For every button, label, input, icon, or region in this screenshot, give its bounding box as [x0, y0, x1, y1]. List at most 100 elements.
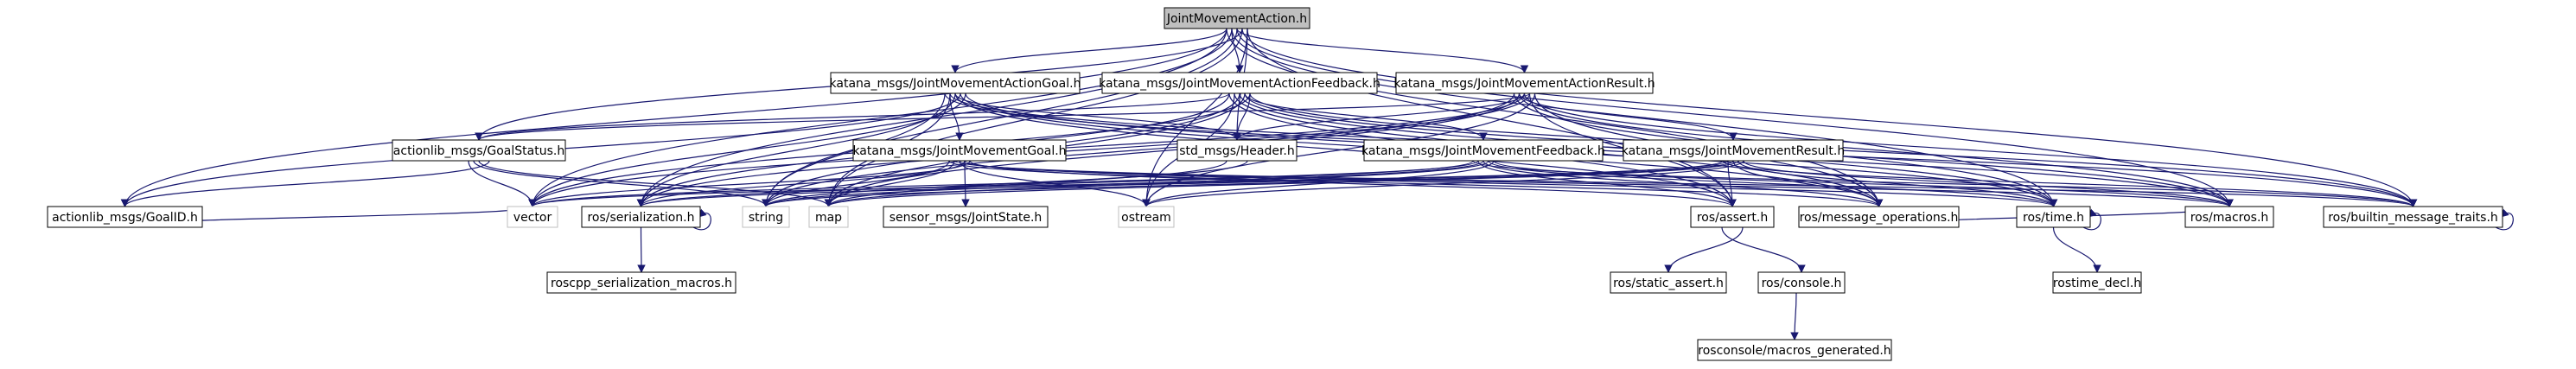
node-box [2323, 206, 2503, 228]
edge-result-to-jmresult [1518, 92, 1738, 141]
edge-jmresult-to-ostream [1142, 160, 1744, 207]
node-box [2016, 206, 2091, 228]
edge-serialization-to-serialization [692, 208, 711, 231]
edge-assert-to-console [1721, 226, 1806, 273]
node-label: ros/serialization.h [587, 211, 694, 225]
node-map[interactable]: map [808, 206, 849, 228]
edge-result-to-goalstatus [475, 92, 1531, 141]
node-sermacros[interactable]: roscpp_serialization_macros.h [546, 271, 736, 294]
edge-jmfeedback-to-assert [1477, 160, 1737, 207]
node-goalid[interactable]: actionlib_msgs/GoalID.h [47, 206, 203, 228]
node-box [1176, 139, 1298, 162]
edge-assert-to-staticassert [1664, 226, 1744, 273]
node-box [808, 206, 849, 228]
node-label: map [815, 211, 842, 225]
node-root[interactable]: JointMovementAction.h [1164, 7, 1310, 29]
node-staticassert[interactable]: ros/static_assert.h [1610, 271, 1727, 294]
node-box [883, 206, 1049, 228]
node-label: katana_msgs/JointMovementActionFeedback.… [1099, 77, 1380, 91]
edge-builtin-to-builtin [2495, 208, 2514, 231]
node-box [1757, 271, 1846, 294]
node-box [830, 72, 1081, 94]
edge-feedback-to-goalstatus [475, 92, 1230, 141]
node-feedback[interactable]: katana_msgs/JointMovementActionFeedback.… [1099, 72, 1380, 94]
node-jmgoal[interactable]: katana_msgs/JointMovementGoal.h [852, 139, 1067, 162]
node-result[interactable]: katana_msgs/JointMovementActionResult.h [1393, 72, 1655, 94]
node-label: ros/static_assert.h [1613, 277, 1724, 290]
node-box [47, 206, 203, 228]
edge-jmresult-to-builtin [1722, 160, 2418, 207]
node-box [1610, 271, 1727, 294]
node-goal[interactable]: katana_msgs/JointMovementActionGoal.h [830, 72, 1081, 94]
node-label: ostream [1121, 211, 1171, 225]
edge-root-to-time [1231, 28, 2058, 207]
node-box [2184, 206, 2274, 228]
node-label: ros/assert.h [1697, 211, 1768, 225]
edge-jmresult-to-time [1738, 160, 2058, 207]
edge-jmgoal-to-time [964, 160, 2057, 207]
edge-jmgoal-to-map [824, 160, 955, 207]
edge-result-to-builtin [1523, 92, 2418, 207]
node-jmresult[interactable]: katana_msgs/JointMovementResult.h [1622, 139, 1845, 162]
edge-console-to-consolemacros [1790, 292, 1799, 340]
node-assert[interactable]: ros/assert.h [1690, 206, 1775, 228]
node-label: roscpp_serialization_macros.h [551, 277, 732, 290]
node-rostimedecl[interactable]: rostime_decl.h [2052, 271, 2142, 294]
node-box [1697, 339, 1892, 361]
node-box [507, 206, 558, 228]
node-layer: JointMovementAction.h katana_msgs/JointMo… [47, 7, 2503, 361]
edge-result-to-serialization [636, 92, 1531, 207]
node-box [392, 139, 566, 162]
edge-goalstatus-to-goalid [120, 160, 490, 207]
edge-root-to-map [824, 28, 1243, 207]
edge-goalstatus-to-string [473, 160, 770, 207]
edge-root-to-msgops [1226, 28, 1884, 207]
node-console[interactable]: ros/console.h [1757, 271, 1846, 294]
edge-jmresult-to-msgops [1732, 160, 1884, 207]
edge-jmgoal-to-msgops [948, 160, 1883, 207]
node-box [1118, 206, 1175, 228]
node-ostream[interactable]: ostream [1118, 206, 1175, 228]
edge-root-to-goalid [120, 28, 1227, 207]
edge-layer [118, 28, 2514, 340]
edge-serialization-to-sermacros [637, 226, 646, 273]
node-vector[interactable]: vector [507, 206, 558, 228]
node-builtin[interactable]: ros/builtin_message_traits.h [2323, 206, 2503, 228]
node-box [581, 206, 701, 228]
edge-time-to-rostimedecl [2052, 226, 2101, 273]
node-consolemacros[interactable]: rosconsole/macros_generated.h [1697, 339, 1892, 361]
node-box [1395, 72, 1654, 94]
node-label: actionlib_msgs/GoalStatus.h [393, 144, 564, 158]
node-label: std_msgs/Header.h [1179, 144, 1295, 158]
edge-jmresult-to-map [825, 160, 1739, 207]
node-label: ros/console.h [1762, 277, 1842, 290]
node-label: JointMovementAction.h [1166, 12, 1307, 26]
node-label: rostime_decl.h [2053, 277, 2141, 290]
node-label: actionlib_msgs/GoalID.h [52, 211, 198, 225]
node-time[interactable]: ros/time.h [2016, 206, 2091, 228]
node-box [1101, 72, 1378, 94]
edge-jmgoal-to-string [762, 160, 950, 207]
node-string[interactable]: string [742, 206, 790, 228]
edge-root-to-vector [528, 28, 1233, 207]
node-header[interactable]: std_msgs/Header.h [1176, 139, 1298, 162]
node-label: vector [513, 211, 552, 225]
node-label: katana_msgs/JointMovementGoal.h [852, 144, 1066, 158]
node-msgops[interactable]: ros/message_operations.h [1798, 206, 1960, 228]
node-jointstate[interactable]: sensor_msgs/JointState.h [883, 206, 1049, 228]
node-label: katana_msgs/JointMovementFeedback.h [1361, 144, 1605, 158]
node-box [852, 139, 1067, 162]
node-label: ros/message_operations.h [1800, 211, 1959, 225]
node-serialization[interactable]: ros/serialization.h [581, 206, 701, 228]
node-goalstatus[interactable]: actionlib_msgs/GoalStatus.h [392, 139, 566, 162]
edge-jmgoal-to-serialization [636, 160, 966, 207]
node-jmfeedback[interactable]: katana_msgs/JointMovementFeedback.h [1361, 139, 1605, 162]
edge-result-to-header [1233, 92, 1526, 141]
node-label: katana_msgs/JointMovementActionGoal.h [830, 77, 1081, 91]
node-macros[interactable]: ros/macros.h [2184, 206, 2274, 228]
node-box [742, 206, 790, 228]
node-label: ros/macros.h [2190, 211, 2269, 225]
edge-root-to-builtin [1241, 28, 2418, 207]
edge-root-to-string [762, 28, 1238, 207]
node-box [1164, 7, 1310, 29]
